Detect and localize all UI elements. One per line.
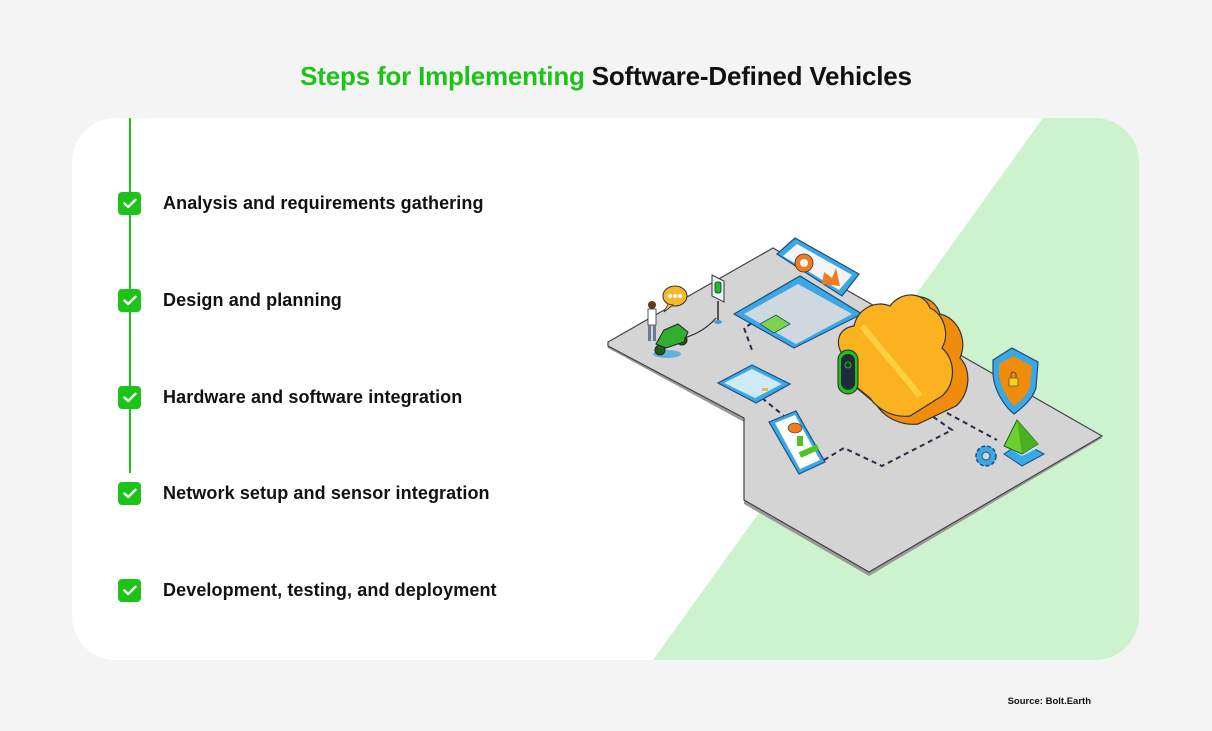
speech-bubble-icon (662, 285, 688, 313)
step-label: Hardware and software integration (163, 386, 463, 407)
step-item: Design and planning (118, 288, 342, 312)
step-item: Hardware and software integration (118, 385, 462, 409)
step-label: Development, testing, and deployment (163, 579, 497, 600)
checkbox-checked-icon (118, 578, 141, 602)
checkbox-checked-icon (118, 288, 141, 312)
title-rest: Software-Defined Vehicles (591, 61, 912, 92)
checkbox-checked-icon (118, 385, 141, 409)
gear-icon (975, 445, 997, 467)
shield-lock-icon (992, 347, 1039, 415)
dashed-connectors (742, 313, 998, 468)
content-card: Analysis and requirements gathering Desi… (72, 118, 1139, 660)
cloud-icon (837, 294, 969, 425)
step-label: Network setup and sensor integration (163, 482, 490, 503)
ev-charger-icon (837, 349, 859, 395)
step-item: Development, testing, and deployment (118, 578, 497, 602)
tablet-chart-icon (768, 410, 826, 475)
checkbox-checked-icon (118, 191, 141, 215)
charging-station-icon (683, 274, 725, 339)
pyramid-icon (1003, 419, 1046, 467)
isometric-illustration (607, 237, 1104, 576)
laptop-icon (732, 237, 864, 349)
step-label: Analysis and requirements gathering (163, 192, 484, 213)
checkbox-checked-icon (118, 481, 141, 505)
step-item: Analysis and requirements gathering (118, 191, 484, 215)
step-item: Network setup and sensor integration (118, 481, 490, 505)
person-icon (647, 301, 657, 341)
calculator-icon (716, 364, 792, 404)
title-accent: Steps for Implementing (300, 61, 585, 92)
step-label: Design and planning (163, 289, 342, 310)
page-title: Steps for Implementing Software-Defined … (0, 61, 1212, 92)
source-credit: Source: Bolt.Earth (1007, 696, 1091, 707)
